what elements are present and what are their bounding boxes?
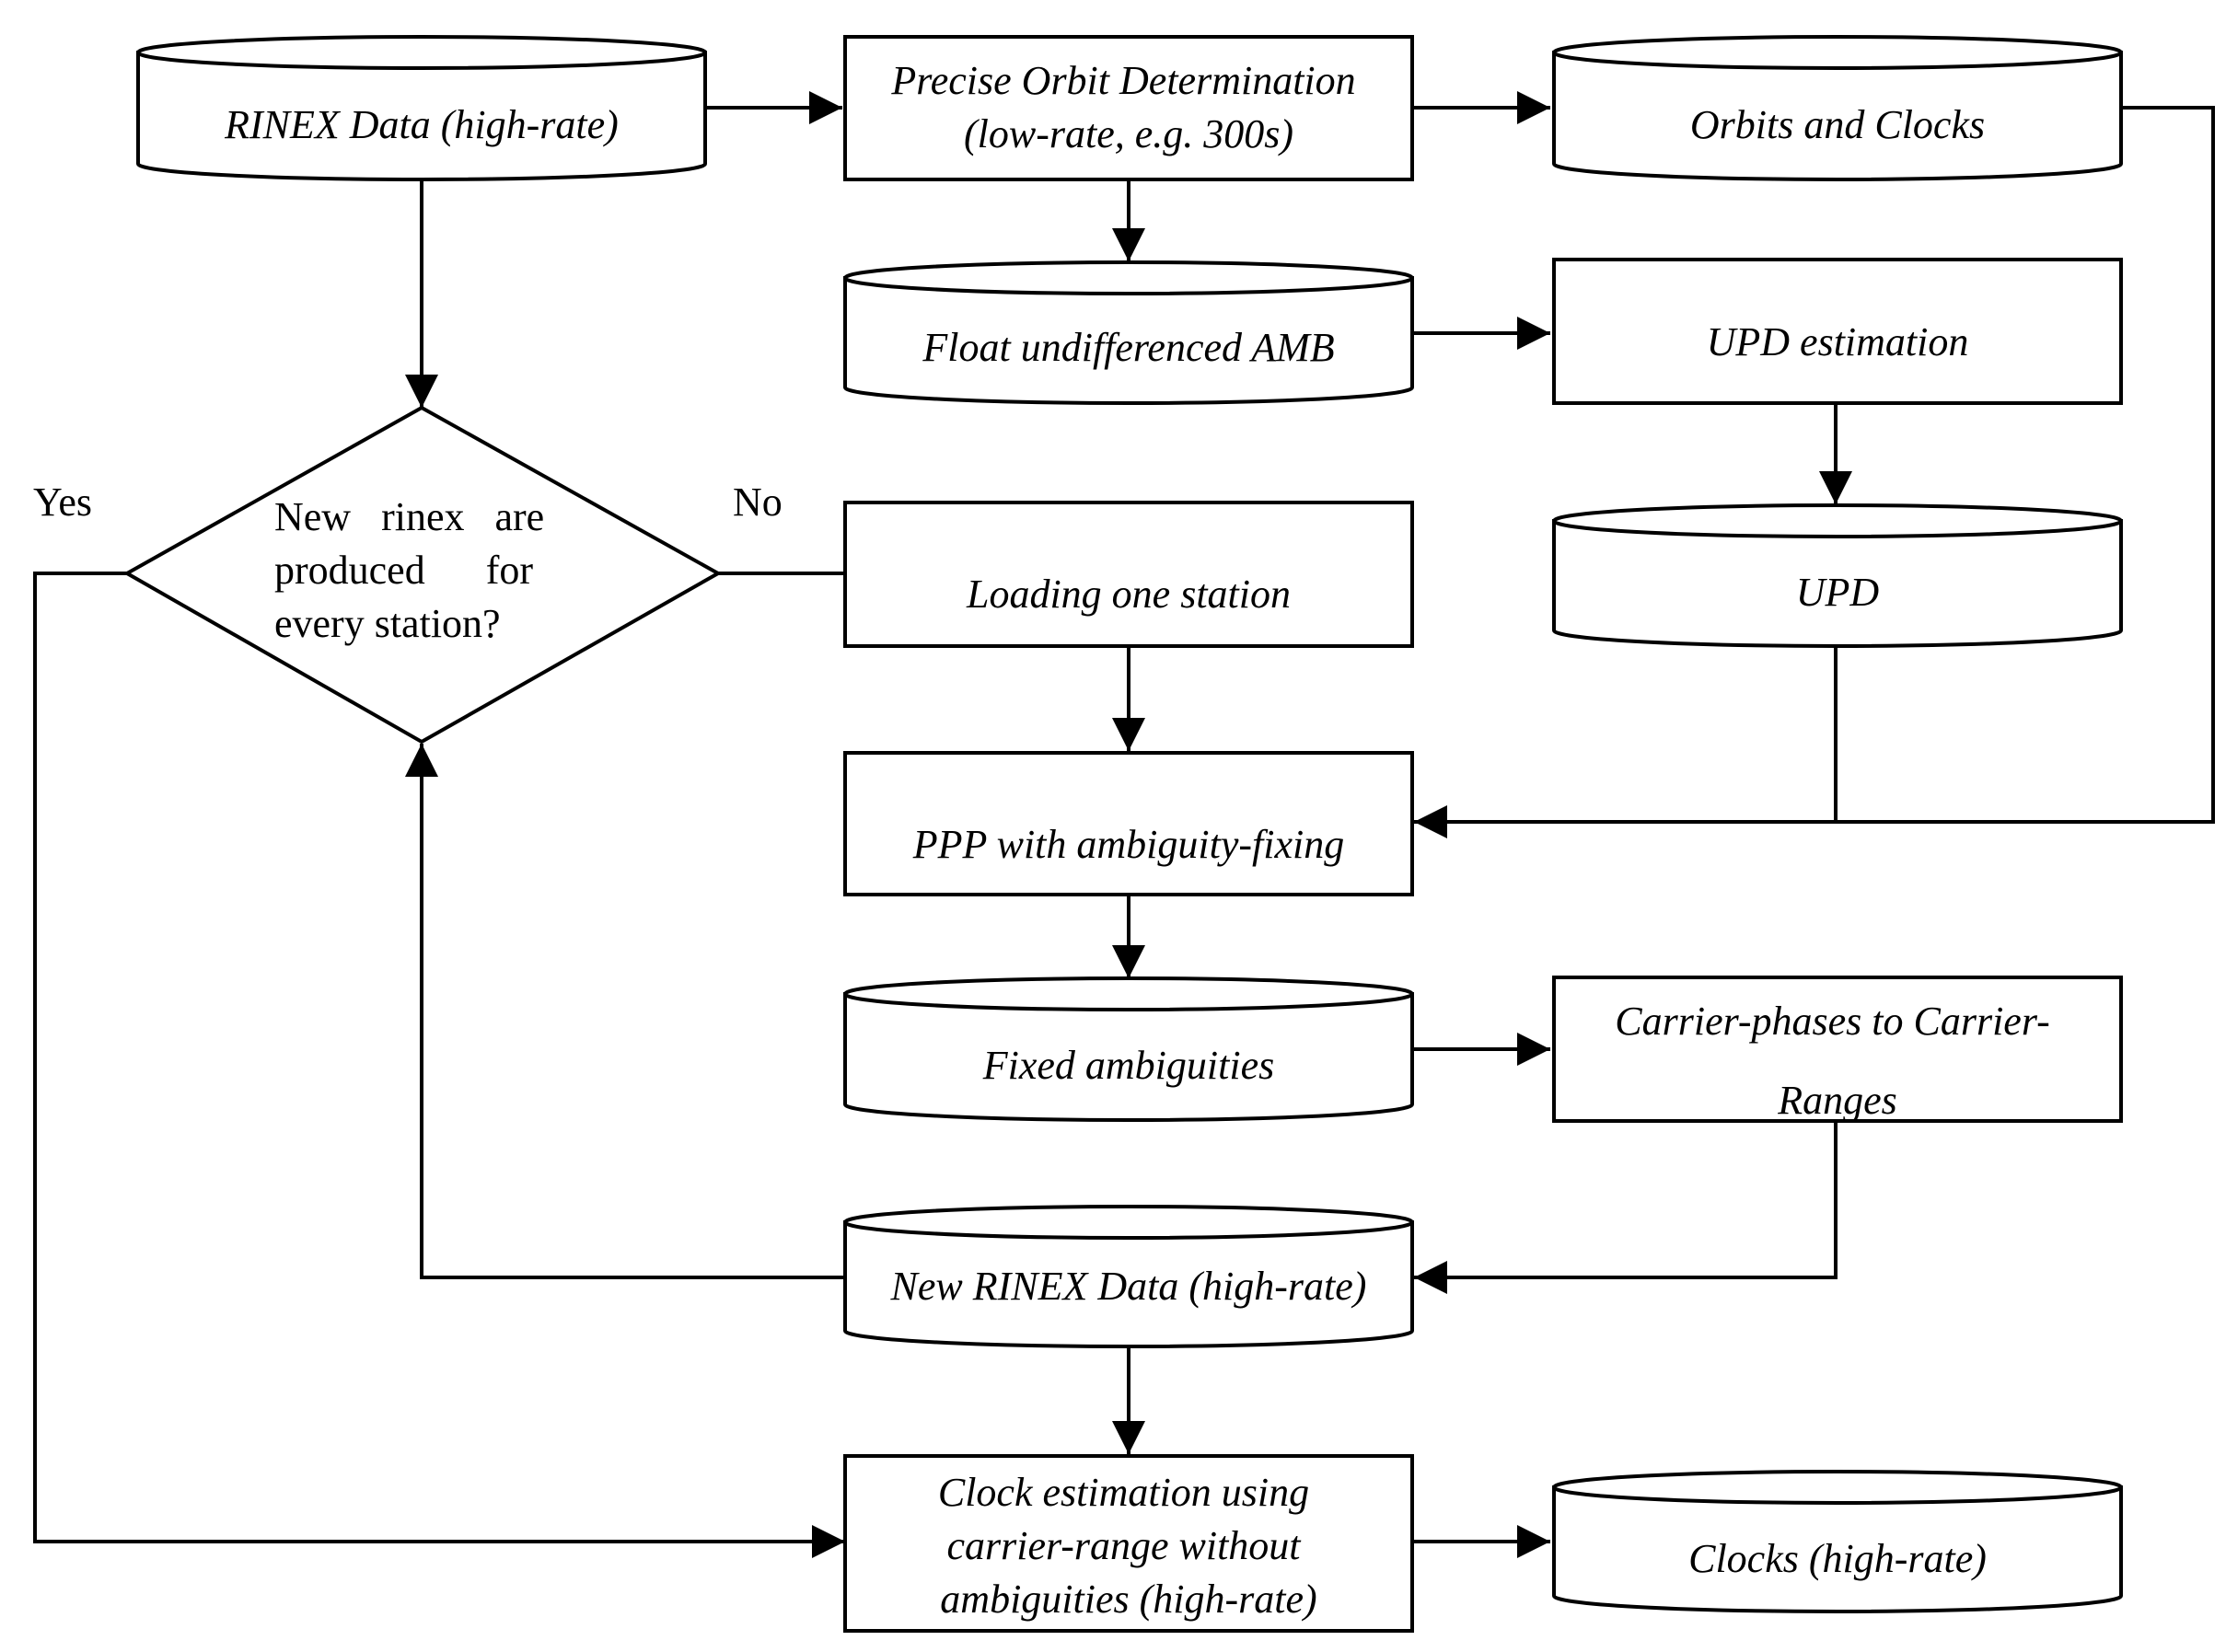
edge-decision-yes-to-clock-estimation	[33, 572, 845, 1558]
process-precise-orbit: Precise Orbit Determination (low-rate, e…	[843, 35, 1414, 181]
store-upd: UPD	[1552, 503, 2123, 648]
process-clock-estimation: Clock estimation using carrier-range wit…	[843, 1454, 1414, 1633]
clock-estimation-label: Clock estimation using carrier-range wit…	[938, 1470, 1319, 1622]
clocks-high-rate-label: Clocks (high-rate)	[1688, 1536, 1987, 1581]
store-new-rinex-data: New RINEX Data (high-rate)	[843, 1205, 1414, 1348]
process-ppp-fixing: PPP with ambiguity-fixing	[843, 751, 1414, 896]
precise-orbit-label: Precise Orbit Determination (low-rate, e…	[890, 58, 1365, 156]
fixed-ambiguities-label: Fixed ambiguities	[982, 1043, 1275, 1088]
store-float-amb: Float undifferenced AMB	[843, 260, 1414, 405]
store-clocks-high-rate: Clocks (high-rate)	[1552, 1470, 2123, 1613]
process-carrier-ranges: Carrier-phases to Carrier- Ranges	[1552, 976, 2123, 1123]
carrier-ranges-label: Carrier-phases to Carrier- Ranges	[1615, 999, 2059, 1123]
process-loading-station: Loading one station	[843, 501, 1414, 648]
new-rinex-data-label: New RINEX Data (high-rate)	[890, 1264, 1367, 1309]
edge-orbits-clocks-to-ppp	[1414, 106, 2215, 838]
store-rinex-data: RINEX Data (high-rate)	[136, 35, 707, 181]
edge-label-yes: Yes	[33, 479, 92, 525]
loading-station-label: Loading one station	[966, 572, 1291, 617]
store-fixed-ambiguities: Fixed ambiguities	[843, 976, 1414, 1122]
decision-label: New rinex are produced for every station…	[0, 0, 615, 646]
edge-new-rinex-to-decision	[405, 744, 845, 1279]
store-orbits-clocks: Orbits and Clocks	[1552, 35, 2123, 181]
edges	[33, 91, 2215, 1558]
process-upd-estimation: UPD estimation	[1552, 258, 2123, 405]
orbits-clocks-label: Orbits and Clocks	[1690, 102, 1985, 147]
rinex-data-label: RINEX Data (high-rate)	[224, 102, 619, 147]
edge-label-no: No	[733, 479, 783, 525]
upd-estimation-label: UPD estimation	[1707, 319, 1969, 364]
edge-carrier-ranges-to-new-rinex	[1414, 1121, 1838, 1294]
upd-label: UPD	[1796, 570, 1880, 615]
float-amb-label: Float undifferenced AMB	[922, 325, 1334, 370]
decision-new-rinex: New rinex are produced for every station…	[0, 0, 723, 745]
ppp-fixing-label: PPP with ambiguity-fixing	[912, 822, 1344, 867]
